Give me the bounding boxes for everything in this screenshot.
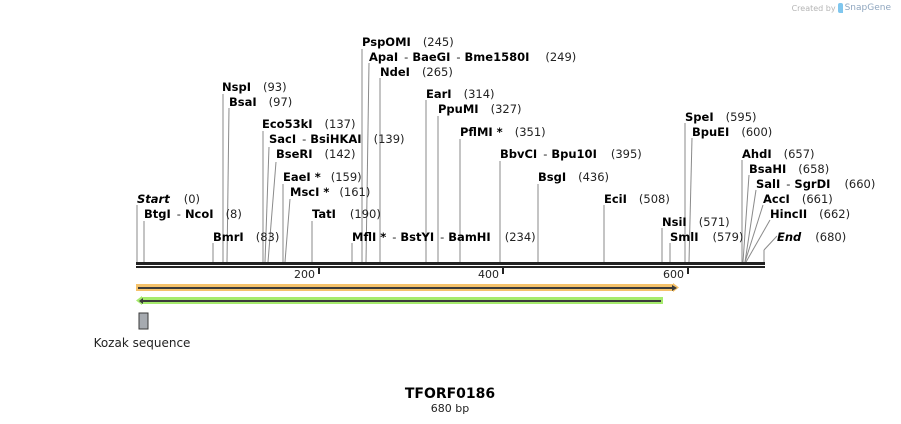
ruler: 200 400 600	[294, 268, 689, 281]
ruler-tick-400	[502, 268, 504, 274]
ruler-tick-600	[687, 268, 689, 274]
site-bsgi[interactable]: BsgI(436)	[538, 170, 609, 184]
site-ecii[interactable]: EciI(508)	[604, 192, 670, 206]
arrow-left-icon	[139, 298, 143, 304]
site-leader-lines	[136, 49, 778, 263]
site-nsii[interactable]: NsiI(571)	[662, 215, 730, 229]
arrow-right-icon	[672, 285, 677, 291]
site-spei[interactable]: SpeI(595)	[685, 110, 757, 124]
ruler-label-400: 400	[478, 268, 499, 281]
site-eco53ki[interactable]: Eco53kI(137)	[262, 117, 355, 131]
snapgene-credit: Created by SnapGene	[792, 3, 891, 13]
site-labels: Start(0) BtgI-NcoI(8) NspI(93) BsaI(97) …	[137, 35, 875, 244]
sequence-backbone	[136, 262, 765, 268]
site-msci[interactable]: MscI *(161)	[290, 185, 370, 199]
site-pflmi[interactable]: PflMI *(351)	[460, 125, 546, 139]
ruler-tick-200	[318, 268, 320, 274]
feature-kozak[interactable]	[138, 312, 149, 330]
site-eari[interactable]: EarI(314)	[426, 87, 495, 101]
site-acci[interactable]: AccI(661)	[763, 192, 833, 206]
site-mfli-bstyi-bamhi[interactable]: MflI *-BstYI-BamHI(234)	[352, 230, 536, 244]
snapgene-logo-icon	[837, 3, 843, 13]
site-bsai[interactable]: BsaI(97)	[229, 95, 292, 109]
credit-brand: SnapGene	[844, 3, 891, 13]
credit-prefix: Created by	[791, 3, 836, 13]
site-ndei[interactable]: NdeI(265)	[380, 65, 453, 79]
feature-orf-reverse[interactable]	[136, 296, 663, 305]
feature-kozak-label: Kozak sequence	[94, 336, 191, 350]
ruler-label-200: 200	[294, 268, 315, 281]
site-bmri[interactable]: BmrI(83)	[213, 230, 279, 244]
site-bseri[interactable]: BseRI(142)	[276, 147, 355, 161]
site-btgi-ncoi[interactable]: BtgI-NcoI(8)	[144, 207, 242, 221]
site-ppumi[interactable]: PpuMI(327)	[438, 102, 522, 116]
site-bsahi[interactable]: BsaHI(658)	[749, 162, 829, 176]
site-pspomi[interactable]: PspOMI(245)	[362, 35, 454, 49]
site-tati[interactable]: TatI(190)	[312, 207, 381, 221]
site-bbvci-bpu10i[interactable]: BbvCI-Bpu10I(395)	[500, 147, 642, 161]
ruler-label-600: 600	[663, 268, 684, 281]
feature-orf-forward[interactable]	[136, 283, 679, 292]
site-eaei[interactable]: EaeI *(159)	[283, 170, 362, 184]
site-bpuei[interactable]: BpuEI(600)	[692, 125, 772, 139]
sequence-length: 680 bp	[431, 402, 469, 415]
site-ahdi[interactable]: AhdI(657)	[742, 147, 815, 161]
site-start[interactable]: Start(0)	[137, 192, 200, 206]
site-saci-bsihkai[interactable]: SacI-BsiHKAI(139)	[269, 132, 405, 146]
site-end[interactable]: End(680)	[777, 230, 846, 244]
sequence-name: TFORF0186	[405, 386, 495, 402]
site-sali-sgrdi[interactable]: SalI-SgrDI(660)	[756, 177, 875, 191]
site-hincii[interactable]: HincII(662)	[770, 207, 850, 221]
site-smli[interactable]: SmlI(579)	[670, 230, 743, 244]
site-apai-baegi-bme1580i[interactable]: ApaI-BaeGI-Bme1580I(249)	[369, 50, 576, 64]
site-nspi[interactable]: NspI(93)	[222, 80, 287, 94]
